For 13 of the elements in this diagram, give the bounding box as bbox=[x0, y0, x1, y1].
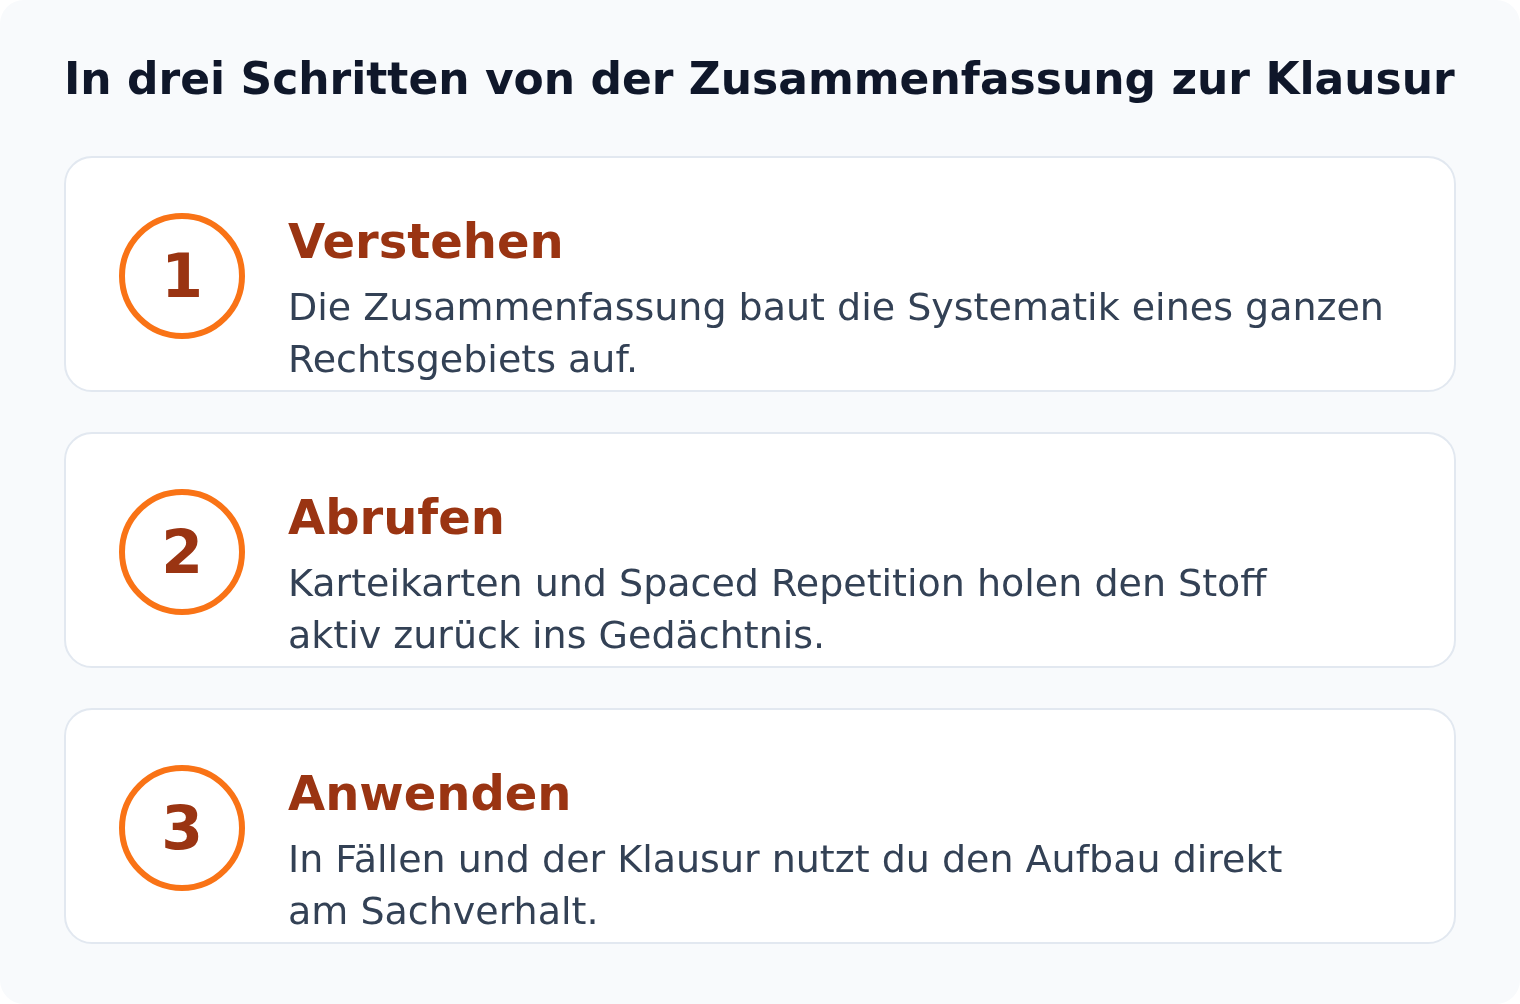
step-heading: Anwenden bbox=[288, 765, 572, 821]
step-number-circle: 1 bbox=[119, 213, 245, 339]
step-card bbox=[64, 156, 1456, 392]
step-heading: Abrufen bbox=[288, 489, 505, 545]
step-description: Karteikarten und Spaced Repetition holen den Stoff aktiv zurück ins Gedächtnis. bbox=[288, 560, 1269, 659]
step-number-circle: 2 bbox=[119, 489, 245, 615]
diagram-title: In drei Schritten von der Zusammenfassung zur Klausur bbox=[64, 52, 1455, 106]
step-heading: Verstehen bbox=[288, 213, 564, 269]
step-card bbox=[64, 432, 1456, 668]
step-description: Die Zusammenfassung baut die Systematik eines ganzen Rechtsgebiets auf. bbox=[288, 284, 1385, 383]
step-number-circle: 3 bbox=[119, 765, 245, 891]
step-card bbox=[64, 708, 1456, 944]
step-description: In Fällen und der Klausur nutzt du den Aufbau direkt am Sachverhalt. bbox=[288, 836, 1284, 935]
